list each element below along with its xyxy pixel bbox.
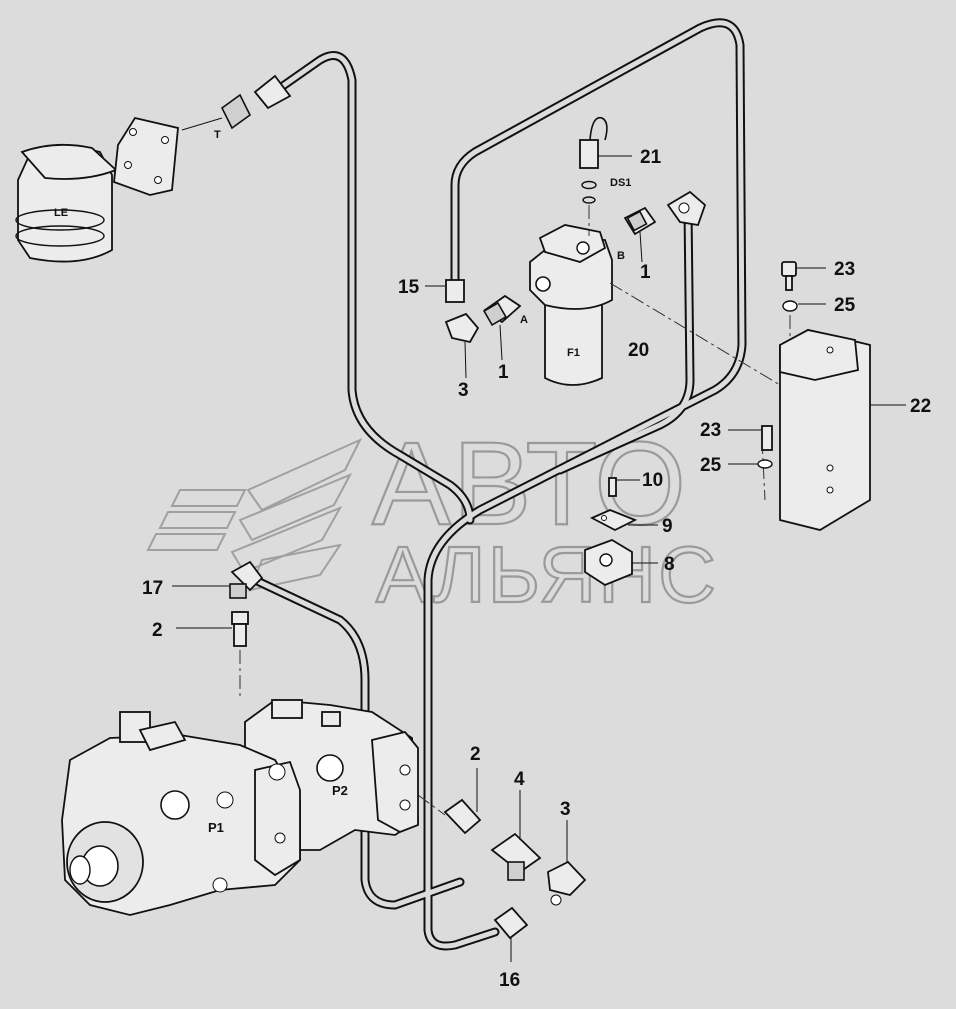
callout-numbers: 21 23 25 15 1 20 1 3 22 23 25 10 9 8 17 … (142, 147, 931, 991)
plate-9 (589, 509, 658, 532)
fitting-16 (493, 906, 529, 962)
bracket-22 (779, 329, 906, 531)
fitting-t: T (181, 74, 292, 141)
callout-3-upper: 3 (458, 380, 469, 401)
callout-23-upper: 23 (834, 259, 855, 280)
label-le: LE (54, 207, 68, 219)
fitting-15 (425, 279, 465, 303)
callout-22: 22 (910, 396, 931, 417)
callout-1-right: 1 (640, 262, 651, 283)
callout-3-lower: 3 (560, 799, 571, 820)
callout-16: 16 (499, 970, 520, 991)
callout-10: 10 (642, 470, 663, 491)
elbow-17 (172, 560, 264, 599)
elbow-right (666, 190, 707, 227)
washer-25-upper (782, 300, 826, 312)
elbow-upper (444, 312, 480, 379)
label-f1: F1 (567, 347, 580, 359)
watermark-logo (146, 437, 363, 592)
callout-2-lower: 2 (470, 744, 481, 765)
clamp-8 (584, 539, 658, 587)
fitting-b: B (617, 206, 657, 263)
callout-25-upper: 25 (834, 295, 856, 316)
bolt-10 (608, 477, 640, 497)
flange-plate (113, 116, 179, 196)
washer-25-lower (728, 459, 773, 469)
callout-25-lower: 25 (700, 455, 722, 476)
callout-4: 4 (514, 769, 525, 790)
label-p1: P1 (208, 820, 224, 835)
bolt-23-upper (781, 261, 826, 291)
callout-21: 21 (640, 147, 662, 168)
label-ds1: DS1 (610, 177, 631, 189)
callout-2-upper: 2 (152, 620, 163, 641)
filter-f1: F1 (529, 224, 613, 386)
elbow-3-lower (547, 820, 587, 906)
tank-le: LE (15, 143, 118, 263)
fitting-2-upper (176, 611, 249, 647)
callout-9: 9 (662, 516, 673, 537)
sensor-ds1: DS1 (579, 116, 632, 204)
tee-4 (490, 790, 542, 881)
bolt-23-lower (728, 425, 773, 451)
callout-20: 20 (628, 340, 649, 361)
pump-p1: P1 (61, 711, 301, 916)
label-b: B (617, 250, 625, 262)
callout-15: 15 (398, 277, 420, 298)
label-t: T (214, 129, 221, 141)
fitting-2-lower (443, 768, 482, 835)
callout-17: 17 (142, 578, 163, 599)
callout-8: 8 (664, 554, 675, 575)
callout-23-lower: 23 (700, 420, 721, 441)
label-a: A (520, 314, 528, 326)
callout-1-left: 1 (498, 362, 509, 383)
fitting-a: A (482, 294, 528, 361)
label-p2: P2 (332, 783, 348, 798)
